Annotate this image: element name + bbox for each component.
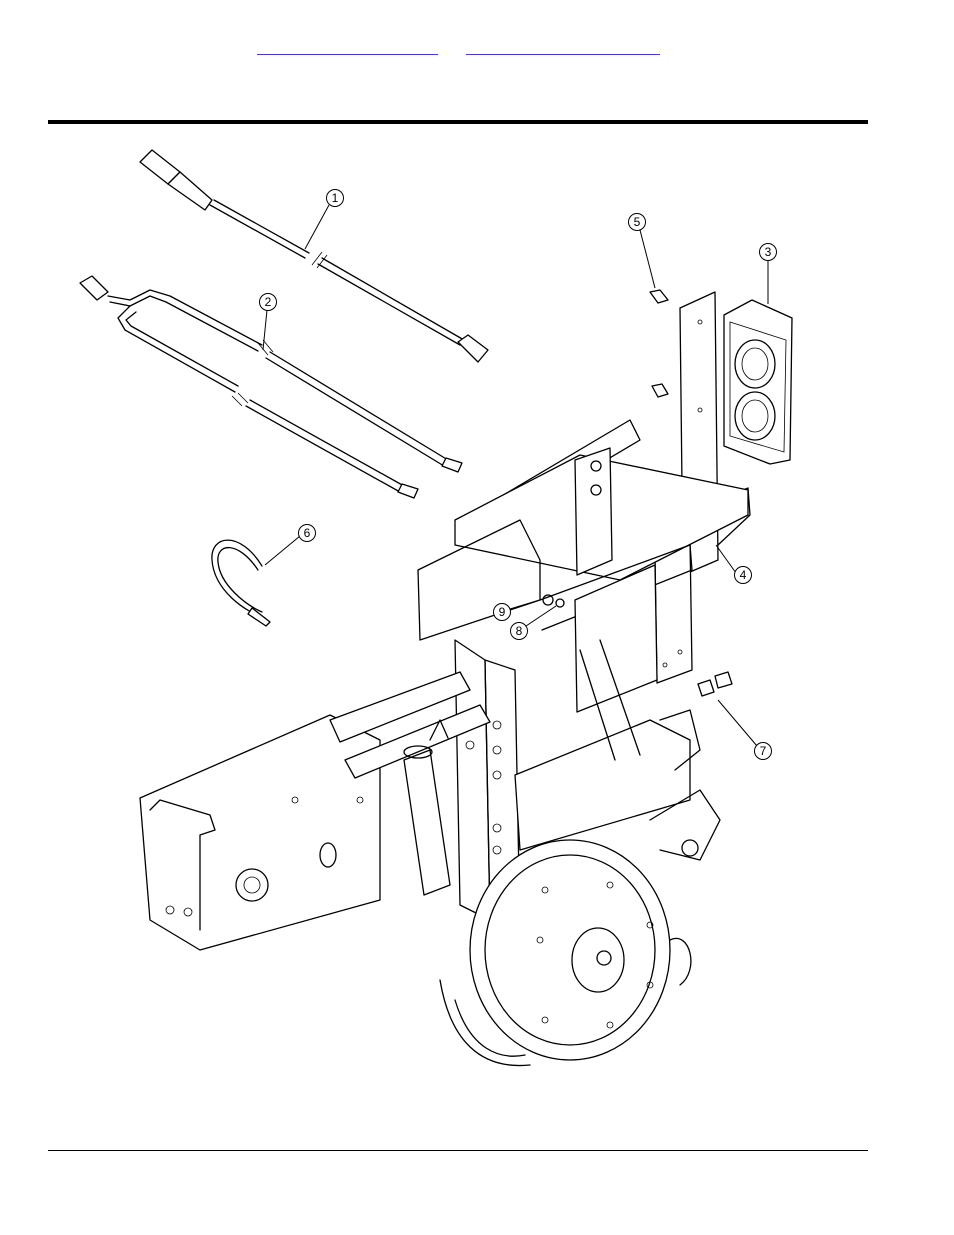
- hardware-parts-8-9: [543, 595, 564, 607]
- svg-text:2: 2: [265, 295, 272, 309]
- cable-harness-part-1: [140, 150, 488, 362]
- svg-text:9: 9: [499, 605, 506, 619]
- callout-5: 5: [629, 214, 656, 289]
- callout-4: 4: [716, 545, 752, 584]
- svg-text:6: 6: [304, 526, 311, 540]
- cable-tie-part-6: [212, 540, 270, 626]
- callout-1: 1: [305, 190, 344, 250]
- svg-text:8: 8: [516, 624, 523, 638]
- bolt-part-5: [650, 290, 668, 397]
- callout-9: 9: [494, 599, 544, 621]
- callout-7: 7: [718, 700, 772, 760]
- svg-text:4: 4: [740, 568, 747, 582]
- svg-text:1: 1: [332, 191, 339, 205]
- bolt-part-7: [698, 672, 732, 696]
- reflector-part-3: [724, 300, 792, 464]
- row-unit-assembly: [140, 420, 748, 1066]
- callout-2: 2: [260, 294, 277, 351]
- callout-8: 8: [511, 606, 557, 640]
- callout-3: 3: [760, 244, 777, 305]
- callout-6: 6: [265, 525, 316, 566]
- svg-text:3: 3: [765, 245, 772, 259]
- svg-text:5: 5: [634, 215, 641, 229]
- footer-rule: [48, 1150, 868, 1151]
- svg-text:7: 7: [760, 744, 767, 758]
